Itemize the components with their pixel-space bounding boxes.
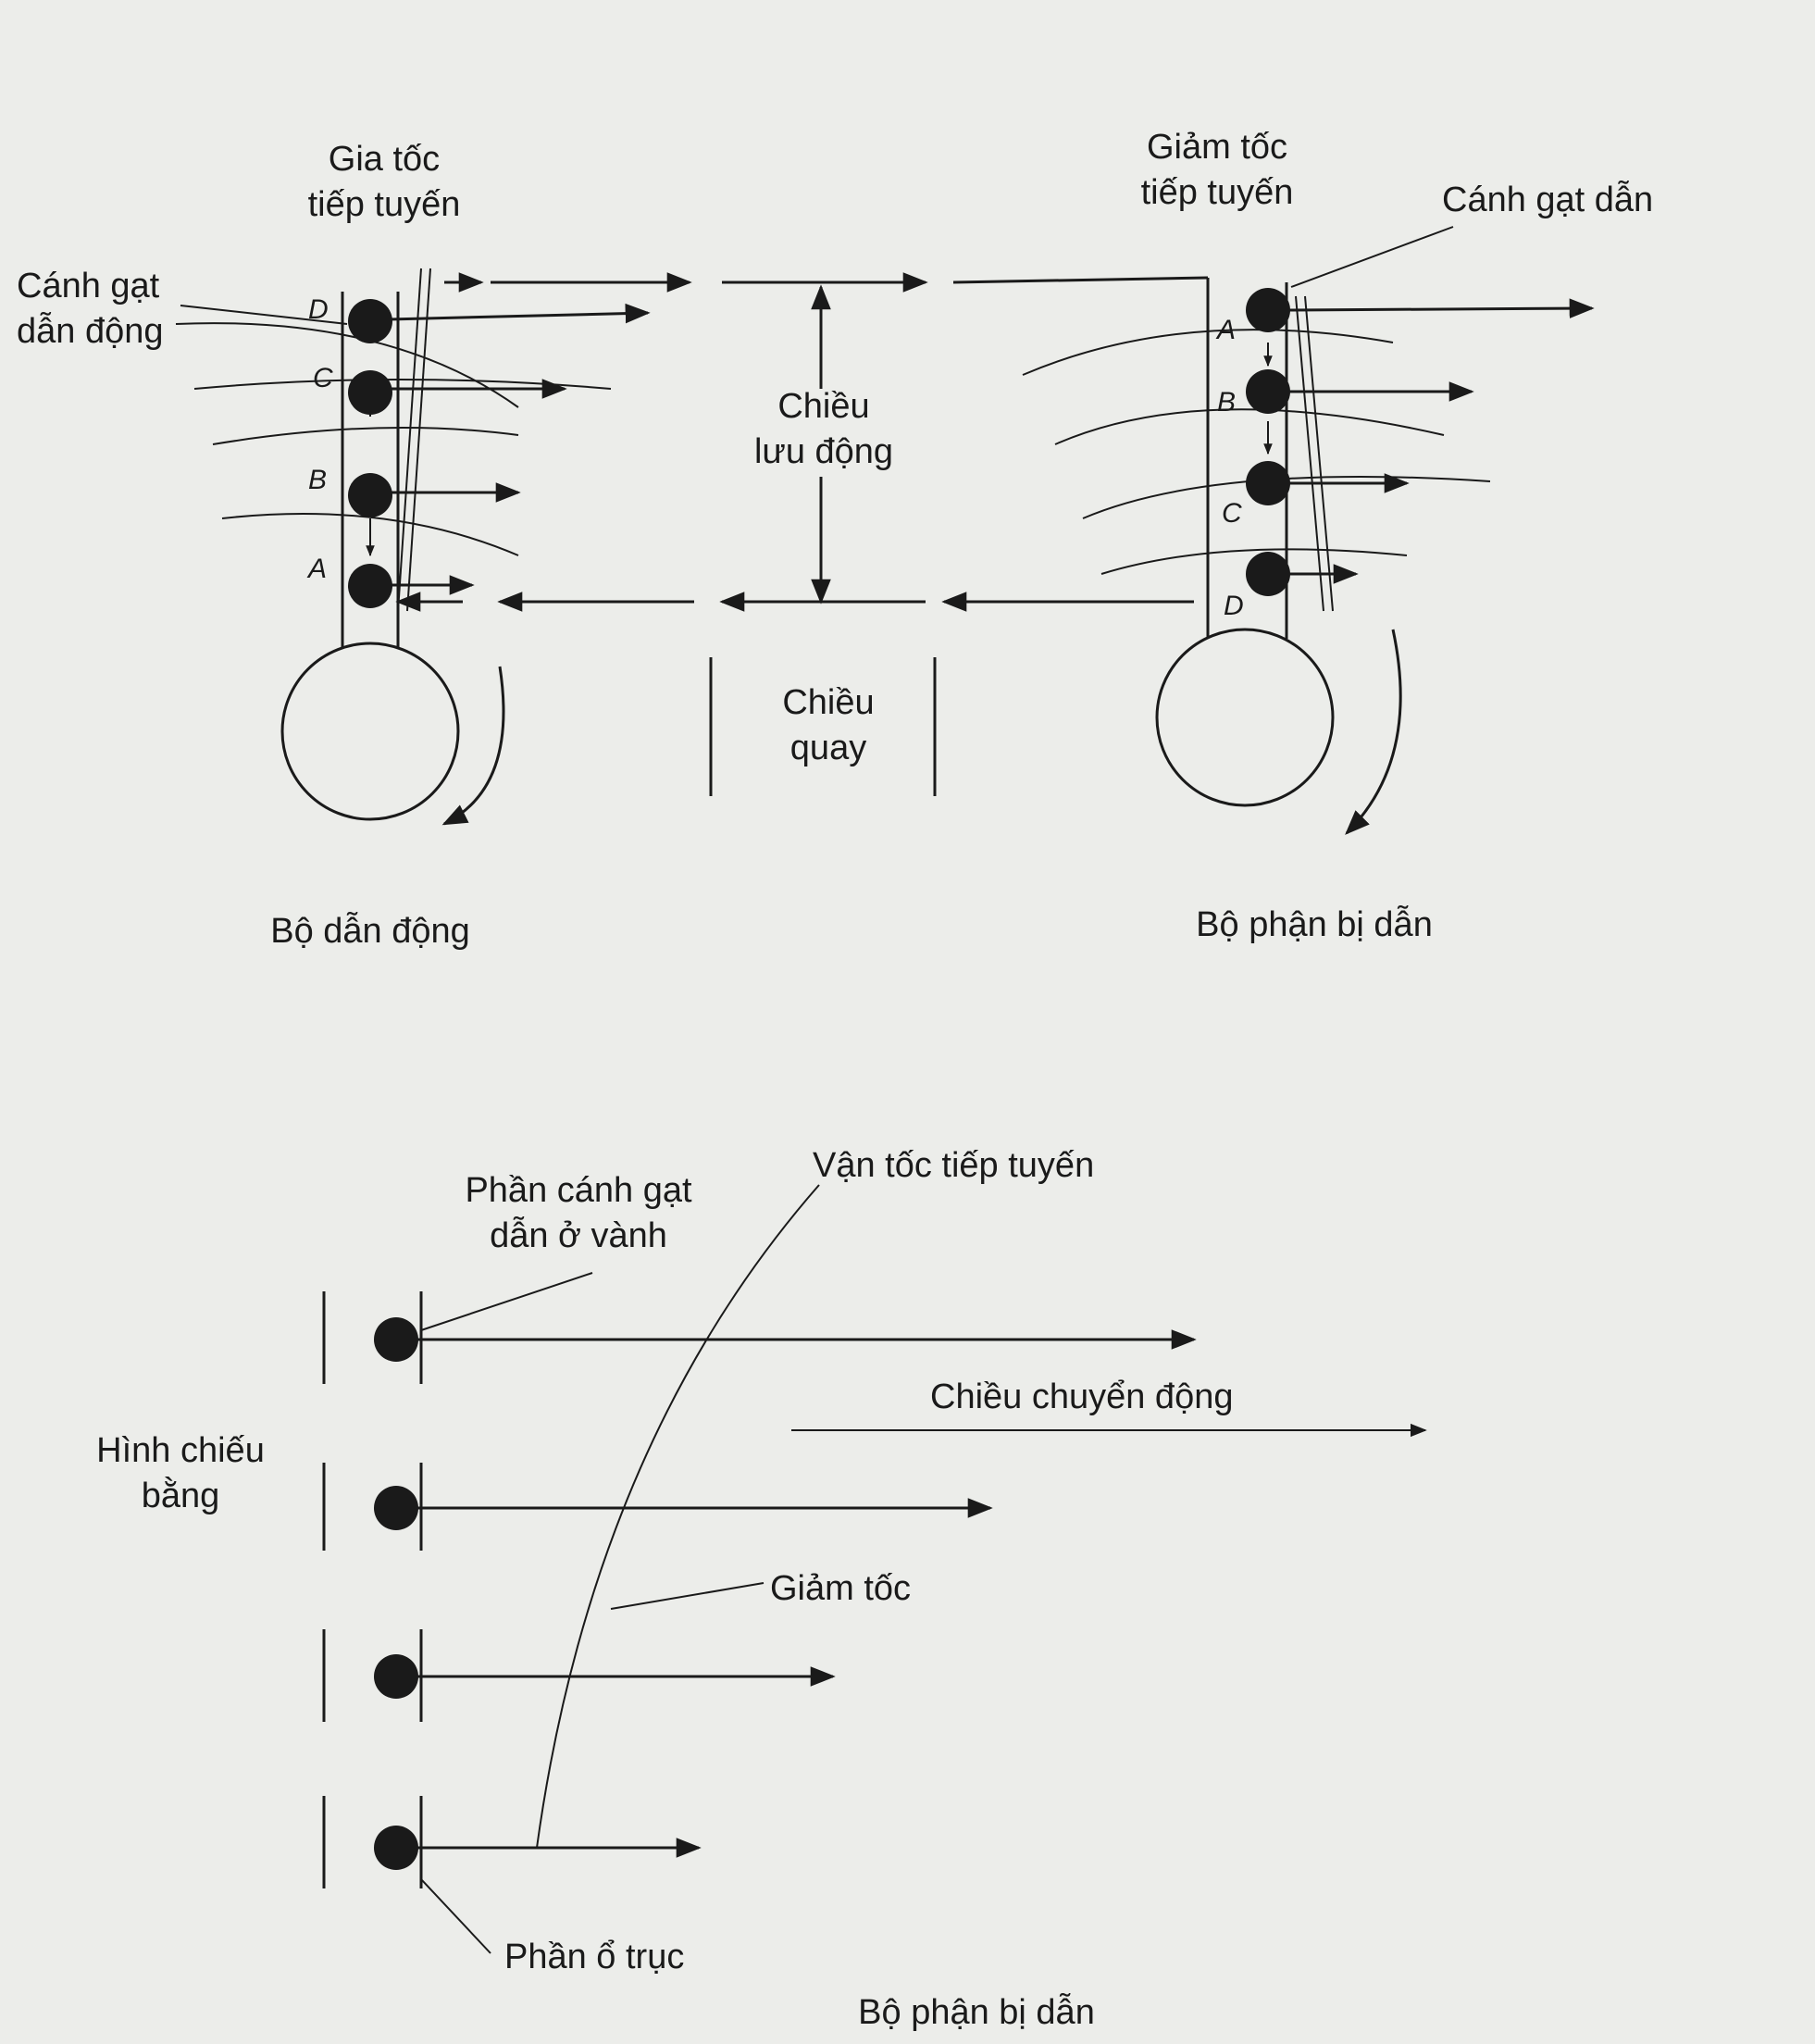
driven-point-a-label: A: [1217, 315, 1237, 345]
drive-streamline: [212, 427, 519, 445]
hub-part-leader: [420, 1878, 491, 1954]
driven-point-c-label: C: [1222, 498, 1242, 529]
driven-point-d: [1246, 552, 1290, 596]
driving-vane-leader: [180, 305, 348, 325]
plan-point-1: [374, 1317, 418, 1362]
driving-vane-line: [397, 268, 422, 612]
driven-vane-line: [1304, 295, 1334, 612]
bottom-title: Bộ phận bị dẫn: [858, 1993, 1095, 2032]
driven-point-c: [1246, 461, 1290, 505]
plan-view-label: Hình chiếu bằng: [96, 1431, 265, 1516]
drive-point-d-label: D: [308, 294, 329, 325]
drive-point-d: [348, 299, 392, 343]
rim-vane-label: Phần cánh gạt dẫn ở vành: [465, 1171, 692, 1256]
driving-vane-line: [406, 268, 431, 612]
drive-point-b-label: B: [308, 465, 328, 495]
driven-point-d-label: D: [1224, 591, 1244, 621]
plan-point-2: [374, 1486, 418, 1530]
driven-vane-label: Cánh gạt dẫn: [1442, 181, 1654, 219]
driven-point-b-label: B: [1217, 387, 1237, 418]
plan-view: [322, 1184, 1427, 1954]
drive-point-a-label: A: [308, 554, 328, 584]
drive-point-a: [348, 564, 392, 608]
tangent-accel-label: Gia tốc tiếp tuyến: [307, 140, 461, 225]
driving-vane-label: Cánh gạt dẫn động: [17, 267, 164, 352]
flow-direction-label: Chiều lưu động: [753, 387, 894, 472]
drive-title: Bộ dẫn động: [270, 912, 470, 951]
drive-streamline: [221, 513, 519, 556]
rim-vane-leader: [420, 1272, 593, 1331]
drive-rotation-arrow: [441, 666, 505, 826]
driven-title: Bộ phận bị dẫn: [1196, 905, 1433, 944]
tangent-decel-label: Giảm tốc tiếp tuyến: [1140, 128, 1294, 213]
drive-point-c: [348, 370, 392, 415]
driven-streamline: [1100, 548, 1408, 575]
top-flow-arrow-4: [952, 276, 1209, 284]
tangent-velocity-curve: [536, 1184, 820, 1849]
hub-part-label: Phần ổ trục: [504, 1938, 685, 1976]
driven-streamline: [1022, 329, 1394, 376]
tangent-velocity-label: Vận tốc tiếp tuyến: [813, 1146, 1095, 1185]
decel-leader: [610, 1582, 765, 1610]
drive-point-c-label: C: [313, 363, 333, 393]
driven-streamline: [1054, 408, 1445, 445]
driven-point-b: [1246, 369, 1290, 414]
driven-point-a-arrow: [1286, 298, 1595, 318]
motion-direction-label: Chiều chuyển động: [930, 1377, 1234, 1416]
driven-vane-leader: [1290, 226, 1454, 288]
drive-hub-circle: [280, 642, 460, 821]
drive-streamline: [175, 322, 519, 408]
driven-member: [1022, 226, 1595, 835]
rotation-direction-label: Chiều quay: [782, 683, 875, 768]
drive-member: [175, 268, 651, 826]
deceleration-label: Giảm tốc: [770, 1569, 912, 1608]
driven-point-a: [1246, 288, 1290, 332]
plan-point-3: [374, 1654, 418, 1699]
drive-point-b: [348, 473, 392, 517]
point-d-arrow: [388, 303, 651, 324]
driven-streamline: [1082, 476, 1491, 519]
flow-region: [395, 272, 1210, 796]
driven-rotation-arrow: [1345, 629, 1402, 835]
driven-hub-circle: [1155, 628, 1335, 807]
driven-vane-line: [1295, 295, 1324, 612]
plan-point-4: [374, 1826, 418, 1870]
